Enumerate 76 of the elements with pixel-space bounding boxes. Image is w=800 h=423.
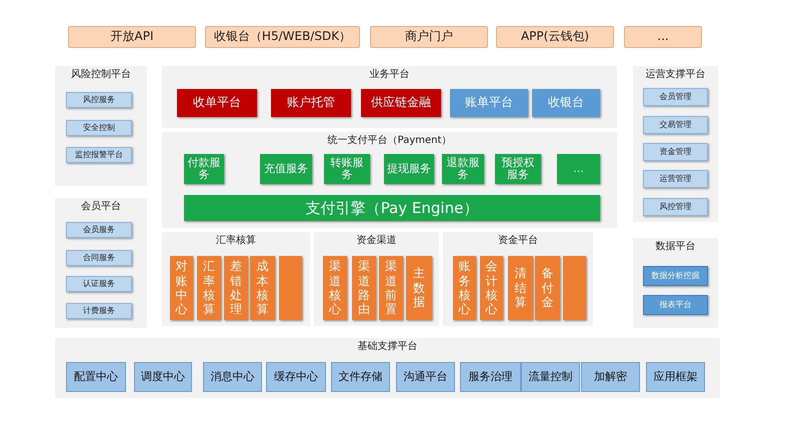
module-box: 汇率核算	[197, 256, 221, 320]
platform-panel	[443, 232, 593, 326]
panel-title: 汇率核算	[215, 235, 257, 246]
panel-title: 业务平台	[368, 69, 410, 80]
component-box: 应用框架	[646, 362, 705, 392]
component-box: 沟通平台	[396, 362, 455, 392]
service-box: 退款服务	[442, 154, 484, 184]
panel-title: 资金渠道	[356, 235, 398, 246]
platform-panel	[162, 232, 310, 326]
module-box: 清结算	[508, 256, 533, 320]
module-box: 账单平台	[450, 89, 528, 117]
panel-title: 会员平台	[80, 201, 122, 212]
module-box: 账务核心	[453, 256, 476, 320]
service-box: 会员管理	[643, 88, 708, 106]
service-box: 风控管理	[643, 198, 708, 216]
module-box: 对账中心	[170, 256, 193, 320]
service-box: 充值服务	[260, 154, 312, 184]
component-box: 调度中心	[134, 362, 192, 392]
module-box: 账户托管	[271, 89, 351, 117]
engine-bar: 支付引擎（Pay Engine）	[184, 195, 600, 221]
panel-title: 数据平台	[654, 241, 696, 252]
platform-panel	[633, 66, 718, 222]
platform-panel	[55, 198, 147, 328]
module-box: 主数据	[406, 256, 432, 320]
service-box: 交易管理	[643, 116, 708, 134]
service-box: 监控报警平台	[66, 147, 132, 163]
panel-title: 运营支撑平台	[644, 69, 706, 80]
entry-box: ...	[624, 26, 702, 48]
service-box: 转账服务	[324, 154, 370, 184]
component-box: 加解密	[581, 362, 640, 392]
entry-box: APP(云钱包)	[496, 26, 614, 48]
component-box: 消息中心	[203, 362, 262, 392]
component-box: 服务治理	[460, 362, 521, 392]
service-box: 风控服务	[66, 92, 132, 108]
service-box: 提现服务	[384, 154, 434, 184]
platform-panel	[162, 132, 617, 228]
service-box: 预授权服务	[495, 154, 541, 184]
module-box: 差错处理	[224, 256, 248, 320]
component-box: 文件存储	[331, 362, 390, 392]
service-box: 运营管理	[643, 170, 708, 188]
module-box: 收银台	[532, 89, 600, 117]
service-box: ...	[557, 154, 600, 184]
entry-box: 商户门户	[370, 26, 488, 48]
module-box: 供应链金融	[361, 89, 441, 117]
entry-box: 收银台（H5/WEB/SDK）	[205, 26, 360, 48]
module-box	[279, 256, 302, 320]
service-box: 付款服务	[184, 154, 224, 184]
platform-panel	[55, 66, 147, 186]
module-box: 渠道前置	[379, 256, 403, 320]
service-box: 计费服务	[66, 303, 132, 319]
service-box: 合同服务	[66, 250, 132, 266]
module-box: 会计核心	[480, 256, 503, 320]
platform-panel	[162, 66, 617, 128]
service-box: 安全控制	[66, 120, 132, 136]
component-box: 流量控制	[521, 362, 580, 392]
platform-panel	[314, 232, 439, 326]
entry-box: 开放API	[68, 26, 196, 48]
module-box: 渠道路由	[352, 256, 376, 320]
platform-panel	[633, 238, 718, 328]
platform-panel	[55, 338, 720, 398]
module-box: 收单平台	[177, 89, 257, 117]
module-box: 备付金	[535, 256, 560, 320]
component-box: 缓存中心	[266, 362, 326, 392]
panel-title: 统一支付平台（Payment）	[326, 135, 452, 146]
component-box: 配置中心	[66, 362, 126, 392]
module-box: 成本核算	[250, 256, 275, 320]
panel-title: 风险控制平台	[70, 69, 132, 80]
panel-title: 基础支撑平台	[356, 341, 418, 352]
service-box: 资金管理	[643, 143, 708, 161]
module-box	[563, 256, 586, 320]
panel-title: 资金平台	[497, 235, 539, 246]
service-box: 报表平台	[643, 295, 708, 315]
module-box: 渠道核心	[323, 256, 347, 320]
service-box: 认证服务	[66, 276, 132, 292]
service-box: 数据分析挖掘	[643, 266, 708, 286]
service-box: 会员服务	[66, 222, 132, 238]
